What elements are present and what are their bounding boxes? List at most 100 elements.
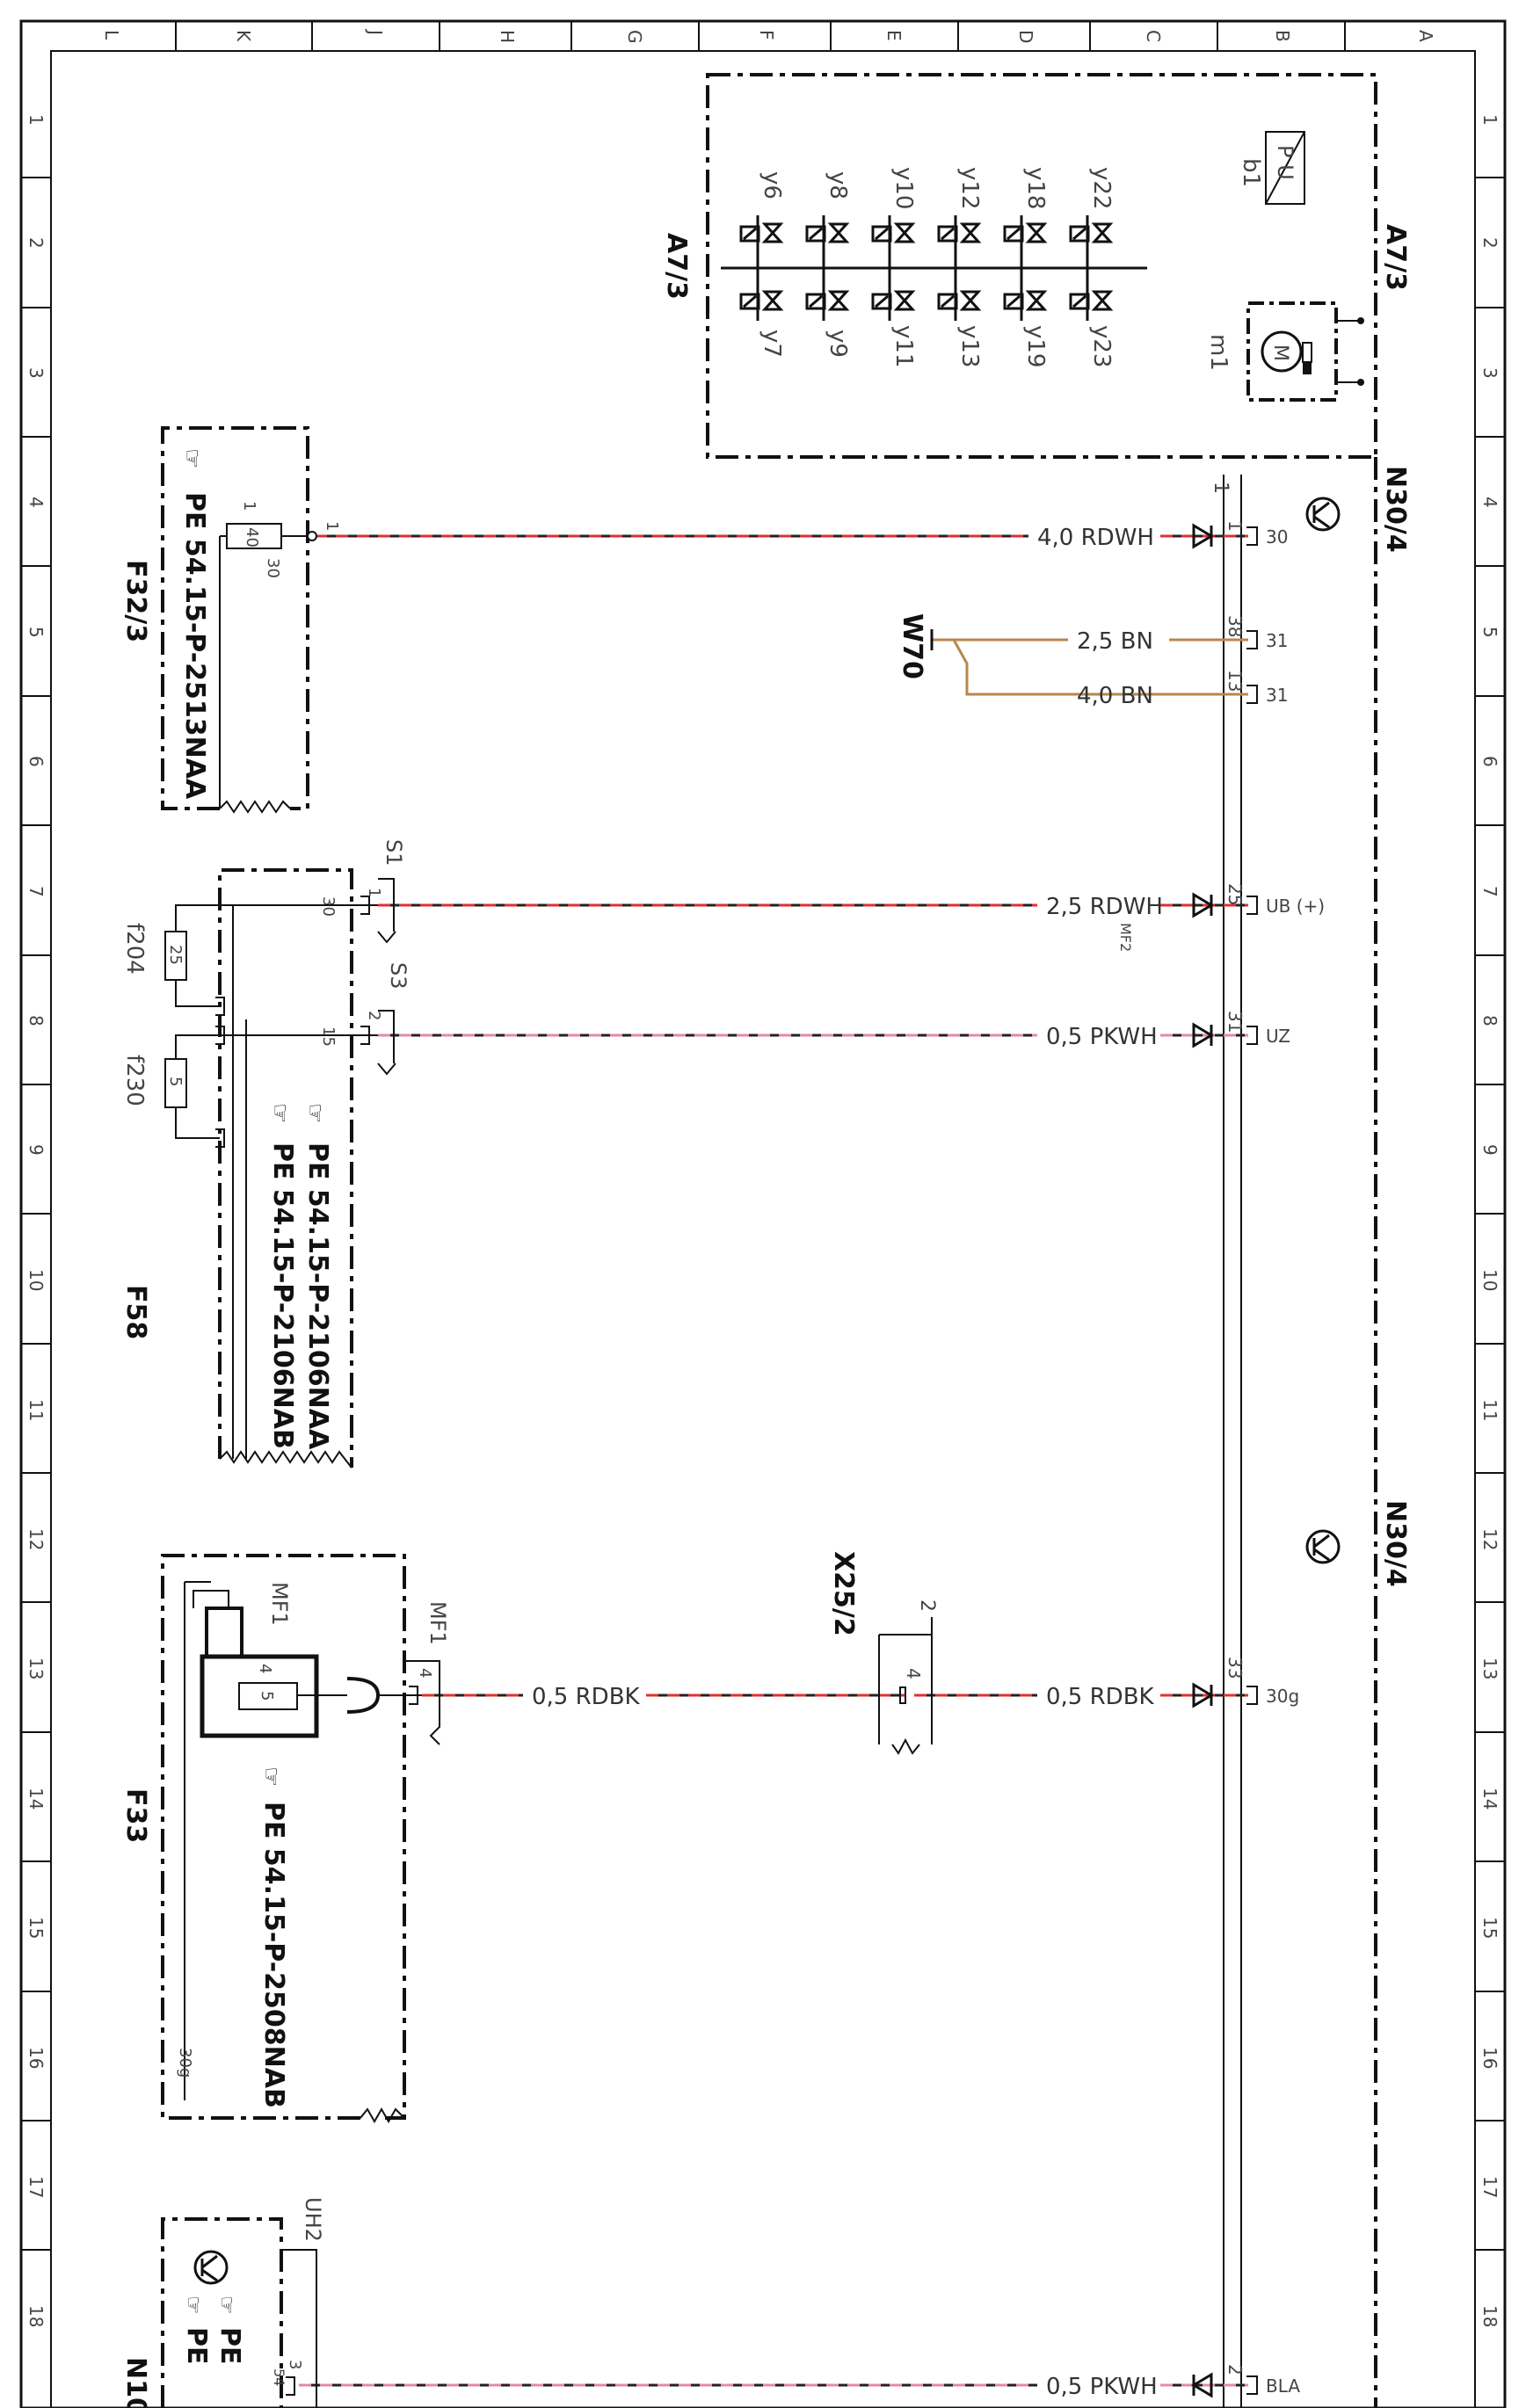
pin-label: 25 — [1224, 883, 1246, 905]
grid-row-labels-left: 1 2 3 4 5 6 7 8 9 10 11 12 13 14 15 16 1… — [25, 114, 47, 2327]
valve-label-y18: y18 — [1022, 167, 1049, 209]
valve-pair-y8-y9 — [805, 215, 850, 321]
transistor-icon — [193, 2250, 229, 2285]
grid-row-label: 9 — [1479, 1144, 1501, 1156]
valve-label-y8: y8 — [825, 171, 851, 199]
drawing-frame — [19, 19, 1507, 2408]
terminal-label: 31 — [1266, 630, 1288, 651]
pin-label: 4 — [256, 1664, 274, 1673]
valve-pair-y10-y11 — [871, 215, 916, 321]
grid-row-label: 2 — [25, 237, 47, 249]
wire-label: 0,5 PKWH — [1046, 1024, 1158, 1050]
grid-row-label: 4 — [25, 497, 47, 508]
f32-3-fuse-box: 40 1 30 1 ☞ PE 54.15-P-2513NAA F32/3 — [120, 426, 341, 814]
grid-row-label: 6 — [25, 756, 47, 767]
motor-symbol: M — [1269, 345, 1291, 361]
f33-label: F33 — [120, 1788, 151, 1843]
terminal-label: 15 — [319, 1026, 338, 1047]
motor-label-m1: m1 — [1205, 334, 1232, 371]
f58-pe-reference-2: PE 54.15-P-2106NAB — [267, 1142, 298, 1449]
valve-label-y12: y12 — [956, 167, 983, 209]
f33-pe-reference: PE 54.15-P-2508NAB — [258, 1802, 289, 2108]
wire-note: MF2 — [1117, 923, 1134, 952]
grid-col-label: F — [756, 30, 777, 40]
pin-label: 2 — [1224, 2364, 1246, 2375]
grid-col-label: K — [233, 30, 254, 42]
valve-label-y6: y6 — [759, 171, 785, 199]
grid-row-label: 2 — [1479, 237, 1501, 249]
terminal-label: 30g — [176, 2048, 194, 2078]
pin-label: 13 — [1224, 670, 1246, 692]
n10-pe-a: PE — [181, 2327, 212, 2364]
grid-row-label: 13 — [25, 1657, 47, 1679]
valve-label-y7: y7 — [759, 330, 785, 358]
hand-icon: ☞ — [214, 2296, 237, 2315]
wire-label: 4,0 RDWH — [1037, 525, 1154, 551]
terminal-label: 30g — [1266, 1686, 1299, 1707]
wire-4-0-rdwh: 4,0 RDWH 1 30 — [315, 520, 1288, 551]
pin-label: 1 — [365, 888, 383, 897]
grid-row-label: 5 — [25, 627, 47, 638]
n30-4-unit: N30/4 N30/4 1 — [1210, 457, 1411, 2408]
grid-row-label: 5 — [1479, 627, 1501, 638]
grid-row-label: 14 — [1479, 1788, 1501, 1810]
grid-row-label: 17 — [1479, 2176, 1501, 2198]
grid-row-label: 18 — [1479, 2305, 1501, 2327]
grid-row-label: 16 — [25, 2047, 47, 2069]
grid-column-labels: L K J H G F E D C B A — [101, 28, 1436, 44]
terminal-label: UB (+) — [1266, 896, 1325, 917]
grid-row-label: 18 — [25, 2305, 47, 2327]
grid-row-label: 10 — [1479, 1269, 1501, 1291]
fuse-label-f204: f204 — [121, 923, 148, 975]
wire-0-5-pkwh-bla: 0,5 PKWH 2 BLA — [299, 2364, 1300, 2400]
s1-label: S1 — [382, 839, 406, 867]
wire-label: 0,5 RDBK — [1046, 1684, 1155, 1710]
x25-2-label: X25/2 — [828, 1551, 859, 1636]
transistor-icon — [1305, 1529, 1341, 1564]
mf1-label: MF1 — [425, 1601, 450, 1645]
wire-2-5-rdwh: 2,5 RDWH MF2 25 UB (+) — [378, 883, 1325, 952]
wire-ground-w70: W70 2,5 BN 4,0 BN 38 13 31 31 — [897, 613, 1288, 709]
grid-row-label: 4 — [1479, 497, 1501, 508]
n30-4-label-top: N30/4 — [1380, 466, 1411, 553]
sensor-symbol: P U — [1273, 145, 1297, 180]
n10-module: UH2 3 54 ☞ ☞ PE PE N10 — [120, 2197, 325, 2408]
a7-3-label-right: A7/3 — [1380, 224, 1411, 291]
pin-label: 33 — [1224, 1657, 1246, 1679]
terminal-label: 30 — [1266, 526, 1288, 548]
pin-label: 30 — [264, 558, 282, 578]
pin-label: 4 — [903, 1668, 924, 1679]
valve-label-y22: y22 — [1088, 167, 1115, 209]
pressure-sensor-b1: b1 P U — [1238, 131, 1305, 205]
f58-fuse-box: S1 1 30 S3 2 15 25 5 f204 f230 ☞ PE 54.1… — [120, 839, 411, 1469]
grid-row-label: 16 — [1479, 2047, 1501, 2069]
valve-label-y19: y19 — [1022, 325, 1049, 367]
valve-label-y10: y10 — [890, 167, 917, 209]
terminal-label: BLA — [1266, 2375, 1300, 2397]
grid-row-label: 15 — [25, 1917, 47, 1939]
relay-label-mf1: MF1 — [267, 1582, 292, 1626]
hand-icon: ☞ — [181, 2296, 204, 2315]
grid-row-label: 12 — [1479, 1528, 1501, 1550]
valve-labels: y6 y8 y10 y12 y18 y22 y7 y9 y11 y13 y19 … — [759, 167, 1115, 367]
wire-label: 0,5 PKWH — [1046, 2374, 1158, 2400]
pin-label: 1 — [1210, 482, 1232, 494]
grid-row-label: 1 — [25, 114, 47, 126]
terminal-label: UZ — [1266, 1026, 1290, 1047]
uh2-label: UH2 — [301, 2197, 325, 2242]
grid-col-label: D — [1015, 30, 1036, 43]
n10-pe-b: PE — [214, 2327, 245, 2364]
grid-row-label: 7 — [25, 886, 47, 897]
pin-label: 4 — [416, 1668, 434, 1678]
valve-pair-y12-y13 — [937, 215, 982, 321]
pin-label: 31 — [1224, 1011, 1246, 1033]
hand-icon: ☞ — [179, 448, 205, 468]
n10-label: N10 — [120, 2357, 151, 2408]
fuse-value: 5 — [258, 1691, 276, 1701]
valve-bank — [721, 215, 1147, 321]
pin-label: 2 — [365, 1011, 383, 1020]
terminal-label: 30 — [319, 896, 338, 917]
grid-row-labels-right: 1 2 3 4 5 6 7 8 9 10 11 12 13 14 15 16 1… — [1479, 114, 1501, 2327]
grid-row-label: 15 — [1479, 1917, 1501, 1939]
